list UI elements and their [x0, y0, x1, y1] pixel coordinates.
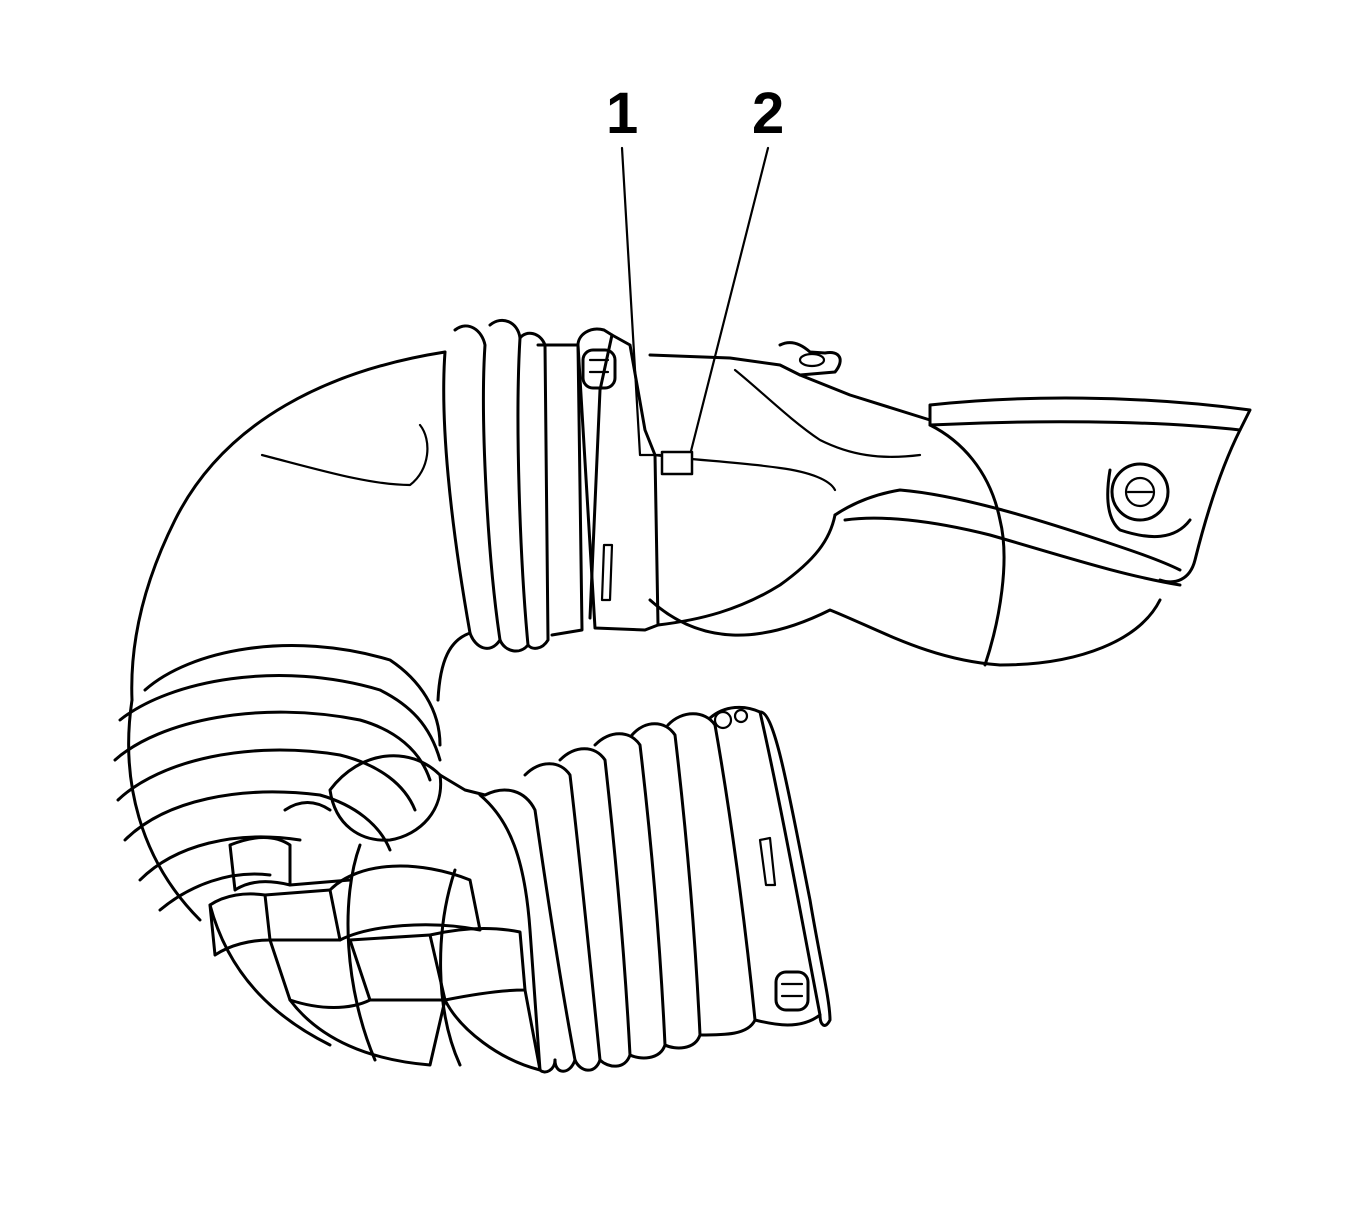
hose-clamp	[576, 327, 660, 632]
leader-line-1	[620, 146, 662, 457]
callout-number-2: 2	[752, 81, 785, 146]
callout-leaders	[620, 146, 770, 476]
leader-line-2	[688, 146, 770, 457]
callout-number-1: 1	[606, 81, 639, 146]
upper-corrugated-coupler	[442, 319, 584, 653]
lower-elbow-cage	[208, 754, 557, 1074]
seal-tab-marker	[660, 450, 694, 476]
outlet-flange	[928, 396, 1252, 667]
lower-corrugated-elbow	[113, 644, 442, 922]
mass-airflow-sensor-housing	[648, 341, 1182, 667]
lower-corrugated-coupler	[483, 705, 832, 1073]
upper-elbow-duct	[130, 350, 472, 702]
